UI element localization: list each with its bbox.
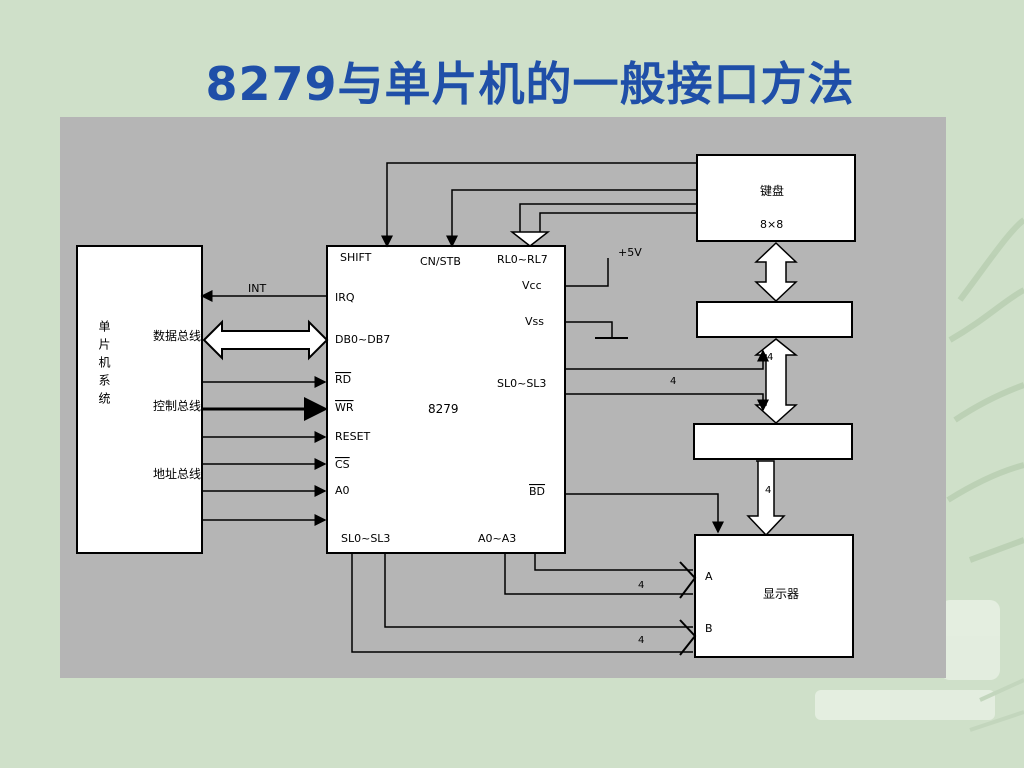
decoder-decoder-arrow: [753, 338, 799, 425]
display-port-b: B: [705, 622, 713, 635]
keyboard-box: [696, 154, 856, 242]
slide-title: 8279与单片机的一般接口方法: [205, 57, 855, 111]
mcu-box: [76, 245, 203, 554]
vss-wire: [565, 321, 613, 338]
mcu-label: 单片机系统: [97, 320, 111, 410]
pin-vcc: Vcc: [522, 279, 542, 292]
pin-shift: SHIFT: [340, 251, 372, 264]
pin-rl: RL0~RL7: [497, 253, 548, 266]
display-decoder-box: [693, 423, 853, 460]
display-port-a: A: [705, 570, 713, 583]
bus-width-b: 4: [670, 376, 676, 387]
keyboard-size: 8×8: [760, 218, 783, 231]
top-wires: [381, 162, 697, 248]
key-decoder-box: [696, 301, 853, 338]
pin-a0: A0: [335, 484, 350, 497]
pin-reset: RESET: [335, 430, 371, 443]
display-label: 显示器: [763, 587, 799, 601]
pin-cs: CS: [335, 458, 350, 471]
pin-a-bottom: A0~A3: [478, 532, 516, 545]
control-bus-label: 控制总线: [153, 399, 201, 413]
vcc-wire: [565, 258, 609, 287]
kbd-decoder-arrow: [754, 241, 798, 303]
pin-rd: RD: [335, 373, 351, 386]
bus-width-e: 4: [638, 635, 644, 646]
bus-width-a: 4: [767, 352, 773, 363]
pin-wr: WR: [335, 401, 354, 414]
pin-db: DB0~DB7: [335, 333, 390, 346]
chip-8279-label: 8279: [428, 402, 459, 416]
data-bus-label: 数据总线: [153, 328, 201, 343]
control-lines: [202, 376, 328, 526]
int-label: INT: [248, 282, 266, 295]
display-box: [694, 534, 854, 658]
bus-width-d: 4: [638, 580, 644, 591]
address-bus-label: 地址总线: [153, 467, 201, 481]
pin-bd: BD: [529, 485, 545, 498]
bottom-wires: [351, 553, 693, 653]
pin-vss: Vss: [525, 315, 544, 328]
bd-wire: [565, 493, 724, 534]
pin-sl-right: SL0~SL3: [497, 377, 546, 390]
vcc-label: +5V: [618, 246, 642, 259]
pin-irq: IRQ: [335, 291, 355, 304]
data-bus-arrow: [202, 319, 329, 361]
decoder-display-arrow: [746, 460, 786, 537]
chip-8279-box: [326, 245, 566, 554]
bus-width-c: 4: [765, 485, 771, 496]
sl-lines: [565, 349, 769, 412]
pin-sl-bottom: SL0~SL3: [341, 532, 390, 545]
pin-cnstb: CN/STB: [420, 255, 461, 268]
display-b-bus-arrow: [679, 619, 697, 656]
rl-bus-arrow: [509, 231, 551, 247]
display-a-bus-arrow: [679, 561, 697, 599]
keyboard-label: 键盘: [760, 183, 784, 198]
